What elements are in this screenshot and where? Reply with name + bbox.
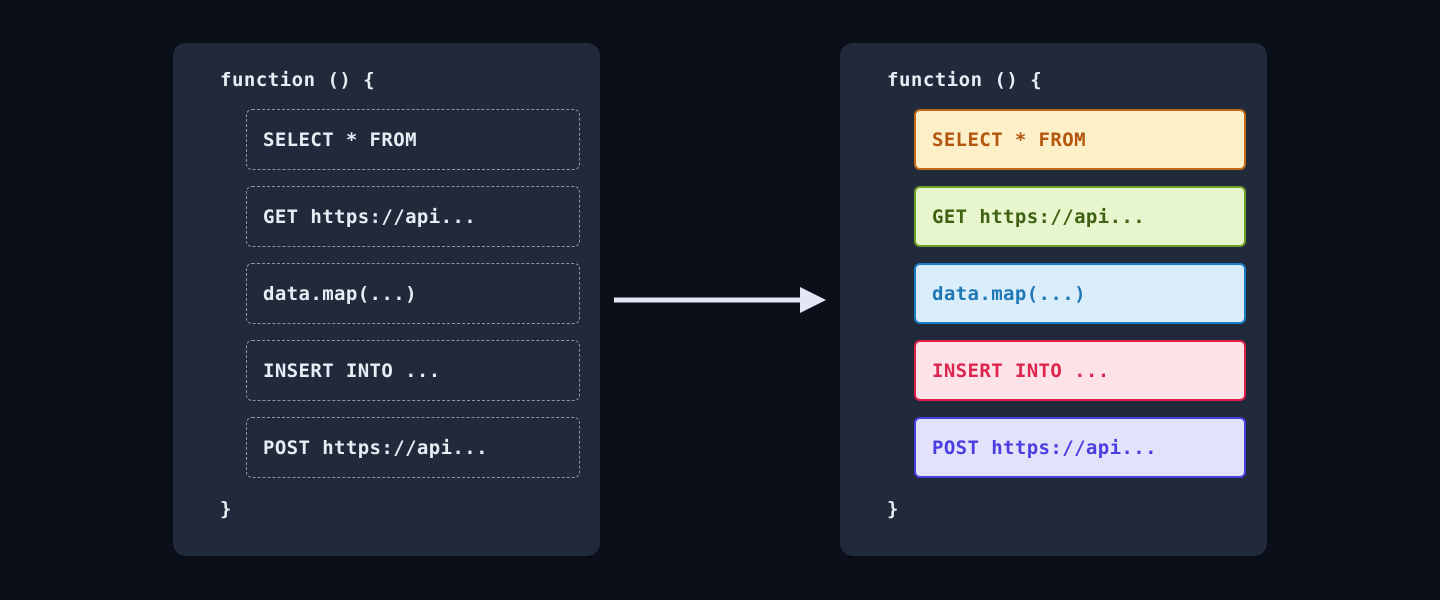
function-close-brace: }	[220, 498, 232, 520]
function-open-brace: function () {	[220, 69, 376, 91]
untagged-code-panel: function () { SELECT * FROM GET https://…	[173, 43, 600, 556]
block-select[interactable]: SELECT * FROM	[246, 109, 580, 170]
block-label: data.map(...)	[932, 282, 1086, 305]
block-label: INSERT INTO ...	[263, 359, 441, 382]
block-get[interactable]: GET https://api...	[914, 186, 1246, 247]
block-insert[interactable]: INSERT INTO ...	[914, 340, 1246, 401]
block-insert[interactable]: INSERT INTO ...	[246, 340, 580, 401]
block-label: POST https://api...	[263, 436, 488, 459]
tagged-block-list: SELECT * FROM GET https://api... data.ma…	[914, 109, 1246, 478]
block-label: SELECT * FROM	[932, 128, 1086, 151]
block-post[interactable]: POST https://api...	[246, 417, 580, 478]
block-get[interactable]: GET https://api...	[246, 186, 580, 247]
block-map[interactable]: data.map(...)	[246, 263, 580, 324]
function-close-brace: }	[887, 498, 899, 520]
block-label: POST https://api...	[932, 436, 1157, 459]
arrow-icon	[614, 287, 826, 313]
block-label: SELECT * FROM	[263, 128, 417, 151]
function-open-brace: function () {	[887, 69, 1043, 91]
tagged-code-panel: function () { SELECT * FROM GET https://…	[840, 43, 1267, 556]
block-map[interactable]: data.map(...)	[914, 263, 1246, 324]
untagged-block-list: SELECT * FROM GET https://api... data.ma…	[246, 109, 580, 478]
block-label: INSERT INTO ...	[932, 359, 1110, 382]
block-select[interactable]: SELECT * FROM	[914, 109, 1246, 170]
block-label: GET https://api...	[932, 205, 1146, 228]
transform-arrow	[614, 285, 826, 315]
block-label: GET https://api...	[263, 205, 477, 228]
block-label: data.map(...)	[263, 282, 417, 305]
block-post[interactable]: POST https://api...	[914, 417, 1246, 478]
